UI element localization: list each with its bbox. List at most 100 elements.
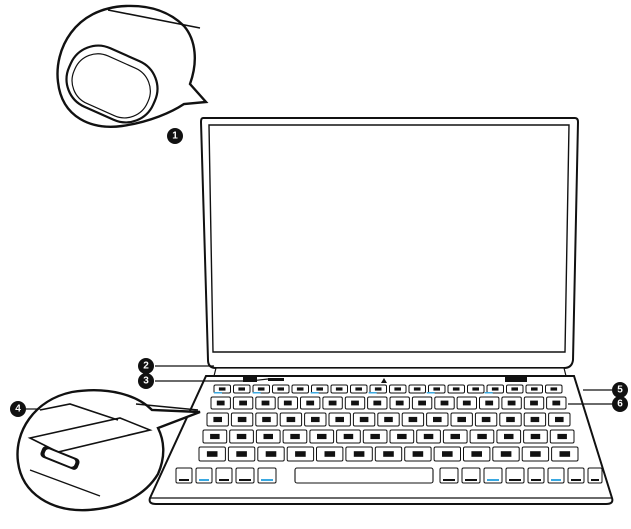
callout-number-1: 1: [172, 131, 178, 142]
key-glyph: [238, 417, 247, 422]
key-glyph: [551, 387, 558, 390]
key-glyph: [465, 479, 477, 481]
callout-number-4: 4: [15, 404, 21, 415]
callout-number-2: 2: [143, 361, 149, 372]
hinge-latch: [505, 377, 527, 382]
key-glyph: [441, 401, 449, 406]
key-glyph: [383, 451, 394, 457]
key-glyph: [213, 417, 222, 422]
status-leds: [268, 378, 284, 381]
key-glyph: [531, 434, 541, 439]
key-glyph: [329, 401, 337, 406]
key-glyph: [511, 387, 518, 390]
key-glyph: [354, 451, 365, 457]
key-glyph: [317, 434, 327, 439]
key-glyph: [487, 479, 499, 481]
lens-magnifier: [57, 6, 206, 132]
key-glyph: [239, 401, 247, 406]
key-glyph: [335, 417, 344, 422]
key-glyph: [295, 451, 306, 457]
key-glyph: [531, 479, 541, 481]
key-glyph: [471, 451, 482, 457]
key-glyph: [552, 401, 560, 406]
key-glyph: [370, 434, 380, 439]
key-glyph: [277, 387, 284, 390]
key-glyph: [485, 401, 493, 406]
key-glyph: [264, 434, 274, 439]
key-glyph: [530, 451, 541, 457]
key-glyph: [433, 417, 442, 422]
laptop-lid: [201, 118, 578, 376]
key-glyph: [207, 451, 218, 457]
key-glyph: [409, 417, 418, 422]
key-glyph: [266, 451, 277, 457]
key-glyph: [375, 387, 382, 390]
key-glyph: [477, 434, 487, 439]
space-bar: [295, 468, 433, 483]
key-glyph: [394, 387, 401, 390]
key-glyph: [530, 401, 538, 406]
key-glyph: [504, 434, 514, 439]
key-glyph: [199, 479, 209, 481]
key-glyph: [472, 387, 479, 390]
fn-key-accent: [427, 392, 435, 394]
fn-key-accent: [369, 392, 377, 394]
key-glyph: [591, 479, 599, 481]
key-glyph: [397, 434, 407, 439]
key-glyph: [236, 451, 247, 457]
key-glyph: [531, 417, 540, 422]
callout-badge-6: 6: [612, 396, 628, 412]
key-glyph: [442, 451, 453, 457]
key-glyph: [509, 479, 521, 481]
key-glyph: [311, 417, 320, 422]
key-glyph: [238, 387, 245, 390]
key-glyph: [424, 434, 434, 439]
key-glyph: [506, 417, 515, 422]
key-glyph: [219, 479, 229, 481]
key-glyph: [443, 479, 455, 481]
key-glyph: [433, 387, 440, 390]
key-glyph: [373, 401, 381, 406]
callout-number-5: 5: [617, 385, 623, 396]
key-glyph: [287, 417, 296, 422]
key-glyph: [325, 451, 336, 457]
keyboard-base: [150, 376, 613, 504]
key-glyph: [453, 387, 460, 390]
key-glyph: [336, 387, 343, 390]
key-glyph: [413, 451, 424, 457]
key-glyph: [457, 417, 466, 422]
key-glyph: [261, 479, 273, 481]
fn-key-accent: [311, 392, 319, 394]
callout-number-3: 3: [143, 376, 149, 387]
key-glyph: [560, 451, 571, 457]
key-glyph: [344, 434, 354, 439]
key-glyph: [351, 401, 359, 406]
key-glyph: [210, 434, 220, 439]
key-glyph: [555, 417, 564, 422]
key-glyph: [396, 401, 404, 406]
key-glyph: [482, 417, 491, 422]
key-glyph: [179, 479, 189, 481]
callout-badge-3: 3: [138, 373, 154, 389]
key-glyph: [258, 387, 265, 390]
key-glyph: [239, 479, 251, 481]
key-glyph: [284, 401, 292, 406]
hinge: [214, 368, 566, 376]
callout-number-6: 6: [617, 399, 623, 410]
key-glyph: [492, 387, 499, 390]
fn-key-accent: [485, 392, 493, 394]
key-glyph: [237, 434, 247, 439]
callout-badge-1: 1: [167, 128, 183, 144]
key-glyph: [451, 434, 461, 439]
key-glyph: [219, 387, 226, 390]
key-glyph: [262, 401, 270, 406]
fn-key-accent: [253, 392, 261, 394]
screen-panel: [209, 125, 569, 352]
key-glyph: [384, 417, 393, 422]
callout-badge-2: 2: [138, 358, 154, 374]
key-glyph: [316, 387, 323, 390]
fn-key-accent: [214, 392, 222, 394]
key-glyph: [360, 417, 369, 422]
key-glyph: [414, 387, 421, 390]
key-glyph: [262, 417, 271, 422]
